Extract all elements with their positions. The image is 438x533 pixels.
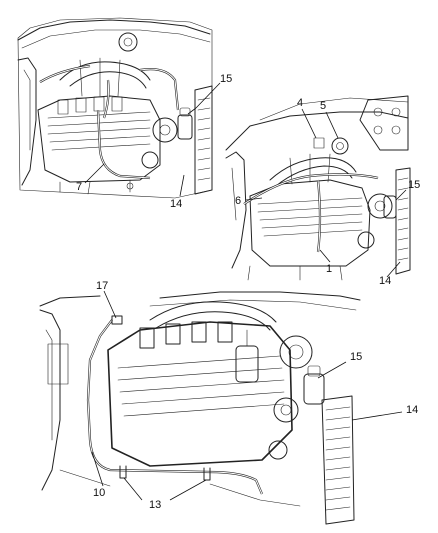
callout-5: 5 bbox=[320, 100, 326, 112]
callout-14-upper-left: 14 bbox=[170, 198, 182, 210]
callout-15-lower: 15 bbox=[350, 351, 362, 363]
callout-14-lower: 14 bbox=[406, 404, 418, 416]
callout-13: 13 bbox=[149, 499, 161, 511]
callout-15-upper-left: 15 bbox=[220, 73, 232, 85]
callout-17: 17 bbox=[96, 280, 108, 292]
callout-14-upper-right: 14 bbox=[379, 275, 391, 287]
callout-10: 10 bbox=[93, 487, 105, 499]
engine-view-lower: 17 15 14 10 13 bbox=[39, 280, 418, 525]
callout-4: 4 bbox=[297, 97, 303, 109]
callout-7-upper-left: 7 bbox=[76, 181, 82, 193]
engine-view-upper-left: 15 7 14 bbox=[17, 17, 232, 210]
engine-view-upper-right: 4 5 15 6 1 14 bbox=[225, 95, 420, 287]
callout-15-upper-right: 15 bbox=[408, 179, 420, 191]
callout-1: 1 bbox=[326, 263, 332, 275]
callout-6: 6 bbox=[235, 195, 241, 207]
